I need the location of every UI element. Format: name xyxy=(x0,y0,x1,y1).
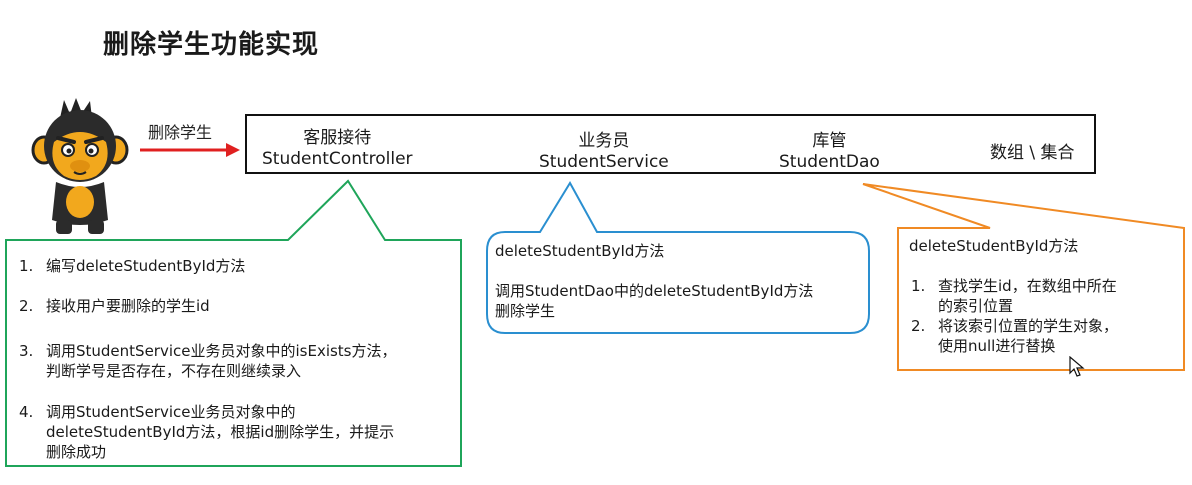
service-note-title: deleteStudentById方法 xyxy=(495,242,665,260)
arrow-label: 删除学生 xyxy=(148,123,213,142)
service-role: 业务员 xyxy=(578,131,630,151)
storage-name: 数组 \ 集合 xyxy=(990,143,1075,163)
monkey-mascot-icon xyxy=(31,98,129,234)
step-number: 2. xyxy=(911,317,926,335)
page-title: 删除学生功能实现 xyxy=(103,30,320,60)
red-arrow-icon xyxy=(140,143,240,157)
step-text: 判断学号是否存在，不存在则继续录入 xyxy=(46,362,302,380)
step-text: deleteStudentById方法，根据id删除学生，并提示 xyxy=(46,423,395,441)
step-number: 1. xyxy=(911,277,926,295)
controller-step-2: 2. 接收用户要删除的学生id xyxy=(19,296,210,316)
service-name: StudentService xyxy=(539,152,669,172)
flow-item-storage: 数组 \ 集合 xyxy=(990,143,1075,164)
controller-name: StudentController xyxy=(262,149,413,169)
flow-box xyxy=(245,114,1096,174)
flow-item-service: 业务员 StudentService xyxy=(539,131,669,173)
controller-step-1: 1. 编写deleteStudentById方法 xyxy=(19,256,245,276)
service-note-line: 调用StudentDao中的deleteStudentById方法 xyxy=(495,282,814,300)
step-number: 2. xyxy=(19,297,34,315)
service-note-line: 删除学生 xyxy=(495,302,556,320)
dao-note-title: deleteStudentById方法 xyxy=(909,237,1079,255)
dao-note: deleteStudentById方法 1. 查找学生id，在数组中所在的索引位置… xyxy=(909,236,1118,356)
step-text: 接收用户要删除的学生id xyxy=(46,297,210,315)
dao-name: StudentDao xyxy=(779,152,880,172)
controller-step-3: 3. 调用StudentService业务员对象中的isExists方法， 判断学号… xyxy=(19,341,397,381)
step-text: 删除成功 xyxy=(46,443,107,461)
step-text: 的索引位置 xyxy=(938,297,1014,315)
flow-item-controller: 客服接待 StudentController xyxy=(262,128,413,170)
step-text: 编写deleteStudentById方法 xyxy=(46,257,246,275)
step-text: 将该索引位置的学生对象， xyxy=(938,317,1119,335)
step-text: 调用StudentService业务员对象中的 xyxy=(46,403,296,421)
dao-step-2: 2. 将该索引位置的学生对象， 使用null进行替换 xyxy=(911,316,1118,356)
step-number: 4. xyxy=(19,403,34,421)
service-note: deleteStudentById方法 调用StudentDao中的delete… xyxy=(495,241,813,321)
dao-role: 库管 xyxy=(812,131,847,151)
flow-item-dao: 库管 StudentDao xyxy=(779,131,880,173)
mouse-cursor-icon xyxy=(1069,356,1085,377)
controller-step-4: 4. 调用StudentService业务员对象中的 deleteStudentBy… xyxy=(19,402,394,462)
step-number: 3. xyxy=(19,342,34,360)
step-text: 查找学生id，在数组中所在 xyxy=(938,277,1117,295)
controller-role: 客服接待 xyxy=(303,128,372,148)
step-text: 使用null进行替换 xyxy=(938,337,1056,355)
step-number: 1. xyxy=(19,257,34,275)
dao-step-1: 1. 查找学生id，在数组中所在的索引位置 xyxy=(911,276,1118,316)
step-text: 调用StudentService业务员对象中的isExists方法， xyxy=(46,342,397,360)
